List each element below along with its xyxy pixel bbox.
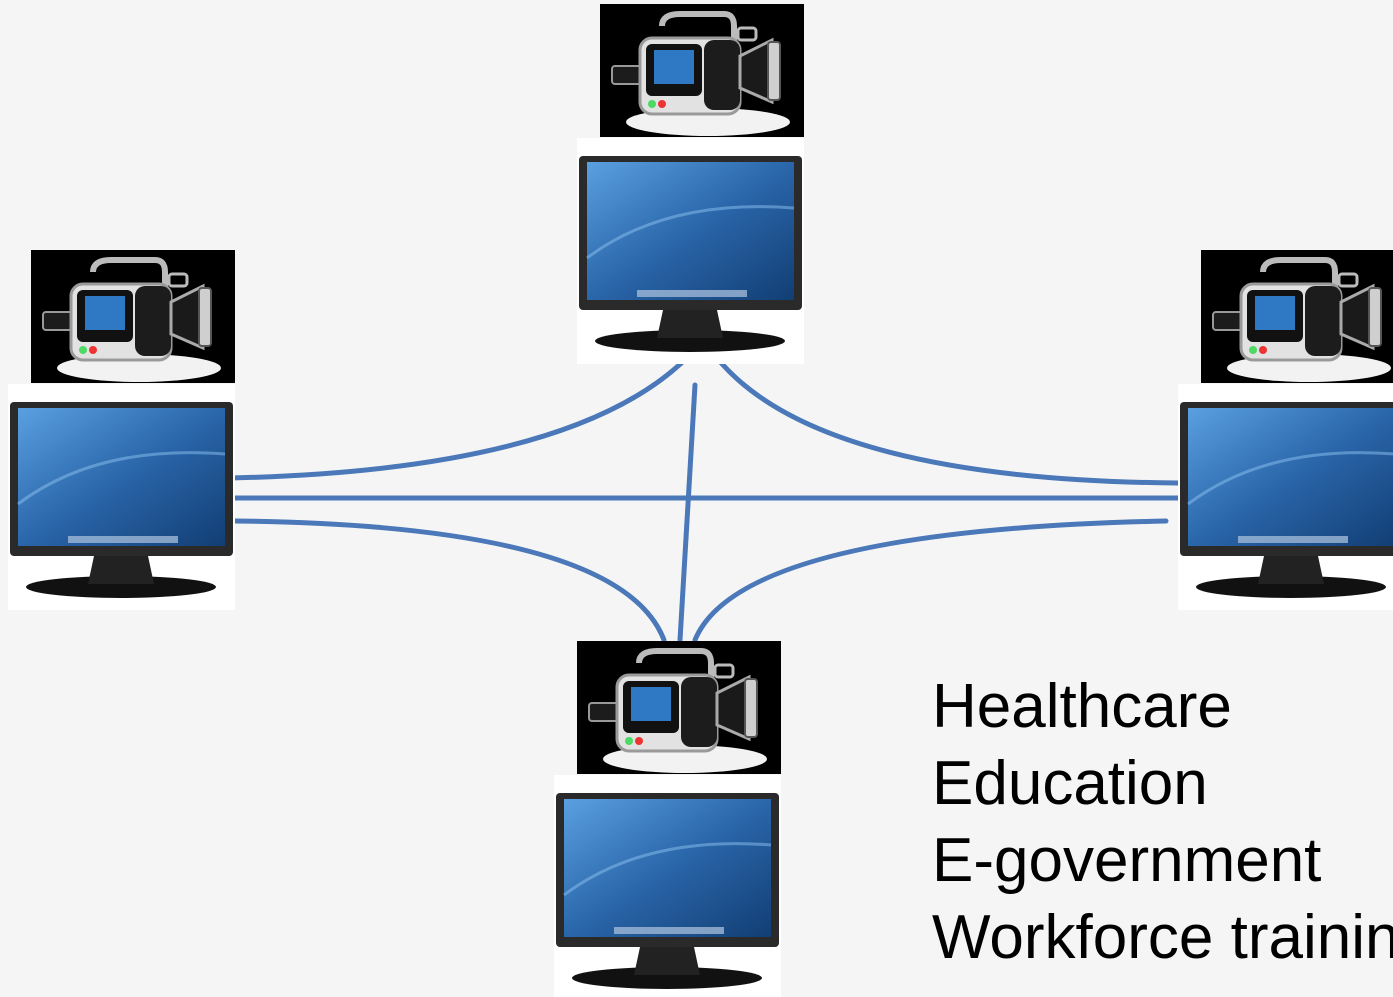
- monitor-icon: [10, 402, 233, 598]
- monitor-tile-right: [1178, 384, 1393, 610]
- link-top-bottom: [677, 382, 698, 643]
- application-list: Healthcare Education E-government Workfo…: [932, 668, 1393, 976]
- application-item: E-government: [932, 826, 1322, 895]
- link-right-bottom: [692, 518, 1169, 643]
- monitor-tile-top: [577, 138, 804, 364]
- camera-tile-top: [600, 4, 804, 137]
- application-item: Education: [932, 749, 1208, 818]
- application-item: Healthcare: [932, 672, 1232, 741]
- link-top-right: [705, 343, 1181, 486]
- link-left-bottom: [231, 518, 667, 643]
- monitor-tile-left: [8, 384, 235, 610]
- monitor-icon: [579, 156, 802, 352]
- camera-tile-left: [31, 250, 235, 383]
- monitor-tile-bottom: [554, 775, 781, 997]
- video-camera-icon: [611, 11, 790, 136]
- monitor-icon: [556, 793, 779, 989]
- camera-tile-bottom: [577, 641, 781, 774]
- video-camera-icon: [1212, 257, 1391, 382]
- camera-tile-right: [1201, 250, 1393, 383]
- video-camera-icon: [588, 648, 767, 773]
- monitor-icon: [1180, 402, 1393, 598]
- video-camera-icon: [42, 257, 221, 382]
- application-item: Workforce training: [932, 903, 1393, 972]
- link-top-left: [227, 343, 701, 481]
